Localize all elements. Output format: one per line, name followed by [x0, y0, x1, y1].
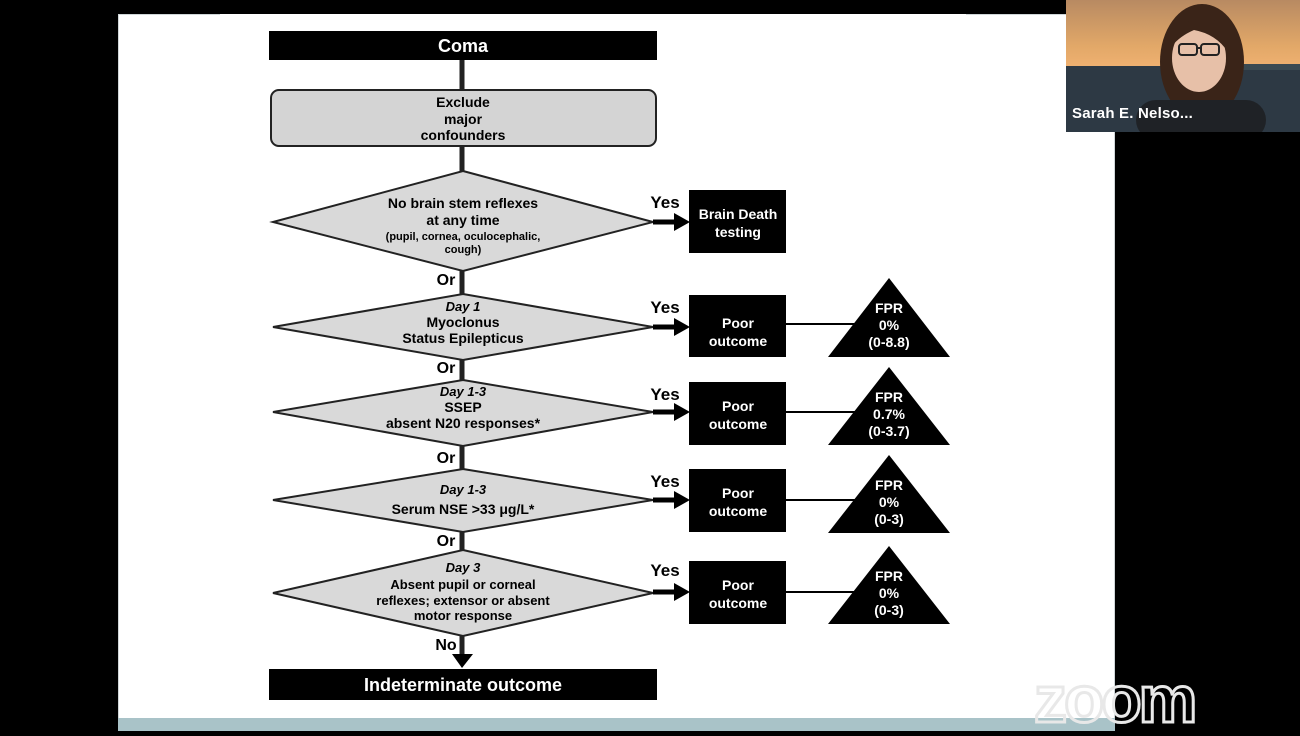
day3-outcome-line-2: outcome: [709, 595, 768, 611]
ssep-line-1: SSEP: [444, 399, 481, 415]
indeterminate-label: Indeterminate outcome: [364, 675, 562, 695]
confounders-line-3: confounders: [421, 127, 506, 143]
zoom-watermark: zoom: [1032, 662, 1198, 736]
nse-outcome-line-2: outcome: [709, 503, 768, 519]
or-label-3: Or: [437, 450, 456, 467]
ssep-outcome-line-1: Poor: [722, 398, 754, 414]
participant-video-tile[interactable]: [1066, 0, 1300, 132]
ssep-outcome-box: Poor outcome: [689, 382, 786, 445]
brainstem-sub-1: (pupil, cornea, oculocephalic,: [386, 231, 541, 243]
ssep-yes-label: Yes: [650, 385, 679, 404]
coma-box: Coma: [269, 31, 657, 60]
myoclonus-outcome-box: Poor outcome: [689, 295, 786, 357]
brainstem-line-1: No brain stem reflexes: [388, 195, 538, 211]
slide-bottom-strip: [118, 718, 1115, 731]
day3-line-1: Absent pupil or corneal: [390, 577, 535, 592]
nse-yes-arrow: [653, 491, 690, 509]
day3-fpr-ci: (0-3): [874, 602, 904, 618]
nse-fpr-label: FPR: [875, 477, 903, 493]
nse-fpr-ci: (0-3): [874, 511, 904, 527]
nse-line-1: Serum NSE >33 μg/L*: [392, 501, 535, 517]
day3-outcome-line-1: Poor: [722, 577, 754, 593]
myoclonus-fpr-triangle: FPR 0% (0-8.8): [828, 278, 950, 357]
day3-yes-arrow: [653, 583, 690, 601]
day3-fpr-value: 0%: [879, 585, 900, 601]
day3-decision: Day 3 Absent pupil or corneal reflexes; …: [272, 548, 654, 638]
nse-decision: Day 1-3 Serum NSE >33 μg/L*: [272, 467, 654, 534]
day3-fpr-triangle: FPR 0% (0-3): [828, 546, 950, 624]
or-label-2: Or: [437, 360, 456, 377]
confounders-line-2: major: [444, 111, 483, 127]
participant-avatar: [1066, 4, 1300, 132]
myoclonus-yes-label: Yes: [650, 298, 679, 317]
nse-outcome-line-1: Poor: [722, 485, 754, 501]
ssep-day: Day 1-3: [440, 384, 487, 399]
participant-name: Sarah E. Nelso...: [1072, 105, 1193, 122]
ssep-outcome-line-2: outcome: [709, 416, 768, 432]
myoclonus-fpr-label: FPR: [875, 300, 903, 316]
confounders-line-1: Exclude: [436, 94, 490, 110]
or-label-4: Or: [437, 533, 456, 550]
brainstem-yes-arrow: [653, 213, 690, 231]
no-down-arrow: [452, 654, 473, 668]
day3-line-2: reflexes; extensor or absent: [376, 593, 550, 608]
indeterminate-box: Indeterminate outcome: [269, 669, 657, 700]
no-label: No: [435, 637, 457, 654]
brainstem-line-2: at any time: [426, 212, 499, 228]
ssep-fpr-ci: (0-3.7): [868, 423, 909, 439]
nse-day: Day 1-3: [440, 482, 487, 497]
brain-death-box: Brain Death testing: [689, 190, 786, 253]
coma-label: Coma: [438, 36, 489, 56]
nse-fpr-value: 0%: [879, 494, 900, 510]
myoclonus-line-1: Myoclonus: [426, 314, 499, 330]
brain-death-line-2: testing: [715, 224, 761, 240]
brain-death-line-1: Brain Death: [699, 206, 778, 222]
ssep-decision: Day 1-3 SSEP absent N20 responses*: [272, 378, 654, 448]
brainstem-sub-2: cough): [445, 244, 482, 256]
ssep-yes-arrow: [653, 403, 690, 421]
myoclonus-outcome-line-1: Poor: [722, 315, 754, 331]
day3-line-3: motor response: [414, 608, 512, 623]
day3-outcome-box: Poor outcome: [689, 561, 786, 624]
myoclonus-decision: Day 1 Myoclonus Status Epilepticus: [272, 292, 654, 362]
or-label-1: Or: [437, 272, 456, 289]
myoclonus-line-2: Status Epilepticus: [402, 330, 524, 346]
confounders-box: Exclude major confounders: [270, 89, 657, 147]
ssep-line-2: absent N20 responses*: [386, 415, 541, 431]
myoclonus-outcome-line-2: outcome: [709, 333, 768, 349]
nse-yes-label: Yes: [650, 472, 679, 491]
myoclonus-fpr-ci: (0-8.8): [868, 334, 909, 350]
brainstem-decision: No brain stem reflexes at any time (pupi…: [269, 169, 657, 273]
flowchart: Coma Exclude major confounders No brain …: [269, 31, 950, 700]
day3-yes-label: Yes: [650, 561, 679, 580]
myoclonus-day: Day 1: [446, 299, 481, 314]
myoclonus-yes-arrow: [653, 318, 690, 336]
day3-fpr-label: FPR: [875, 568, 903, 584]
day3-day: Day 3: [446, 560, 481, 575]
ssep-fpr-value: 0.7%: [873, 406, 905, 422]
ssep-fpr-triangle: FPR 0.7% (0-3.7): [828, 367, 950, 445]
nse-fpr-triangle: FPR 0% (0-3): [828, 455, 950, 533]
ssep-fpr-label: FPR: [875, 389, 903, 405]
myoclonus-fpr-value: 0%: [879, 317, 900, 333]
nse-outcome-box: Poor outcome: [689, 469, 786, 532]
brainstem-yes-label: Yes: [650, 193, 679, 212]
